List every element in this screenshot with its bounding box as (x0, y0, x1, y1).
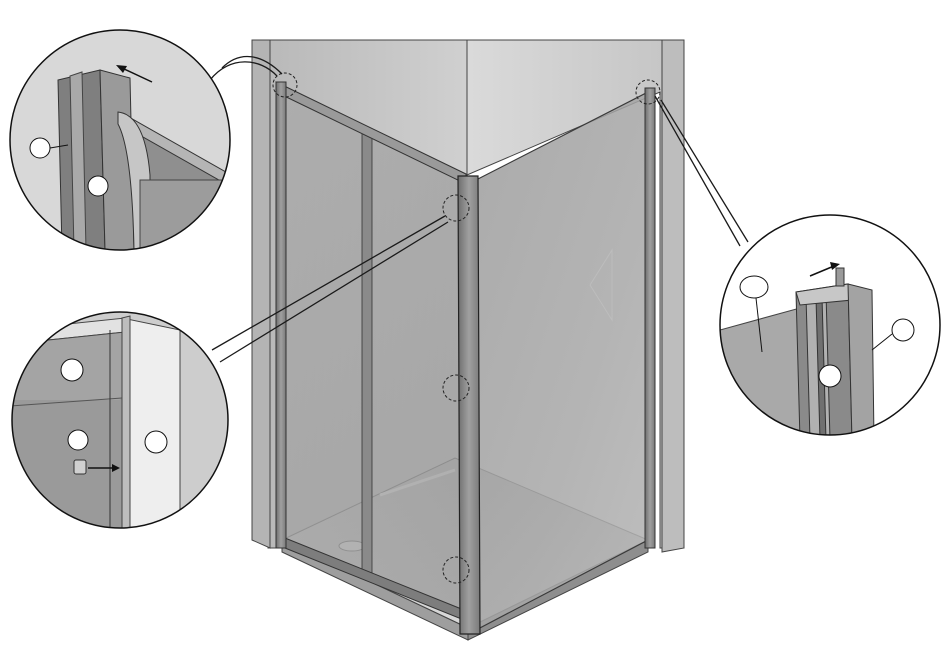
left-wall-profile (276, 82, 286, 548)
marker-circle (819, 365, 841, 387)
callout-top-left (10, 30, 240, 260)
door-split-profile (362, 132, 372, 582)
enclosure (252, 40, 684, 640)
marker-circle (145, 431, 167, 453)
marker-circle (88, 176, 108, 196)
callout-right (720, 215, 940, 440)
corner-post (458, 176, 480, 634)
callout-middle-left (10, 290, 230, 530)
side-panel (476, 92, 648, 630)
marker-circle (892, 319, 914, 341)
marker-circle (61, 359, 83, 381)
marker-circle (30, 138, 50, 158)
marker-circle (740, 276, 768, 298)
marker-circle (68, 430, 88, 450)
wall-right-edge (662, 40, 684, 552)
right-wall-profile (645, 88, 655, 548)
wall-left-edge (252, 40, 270, 548)
